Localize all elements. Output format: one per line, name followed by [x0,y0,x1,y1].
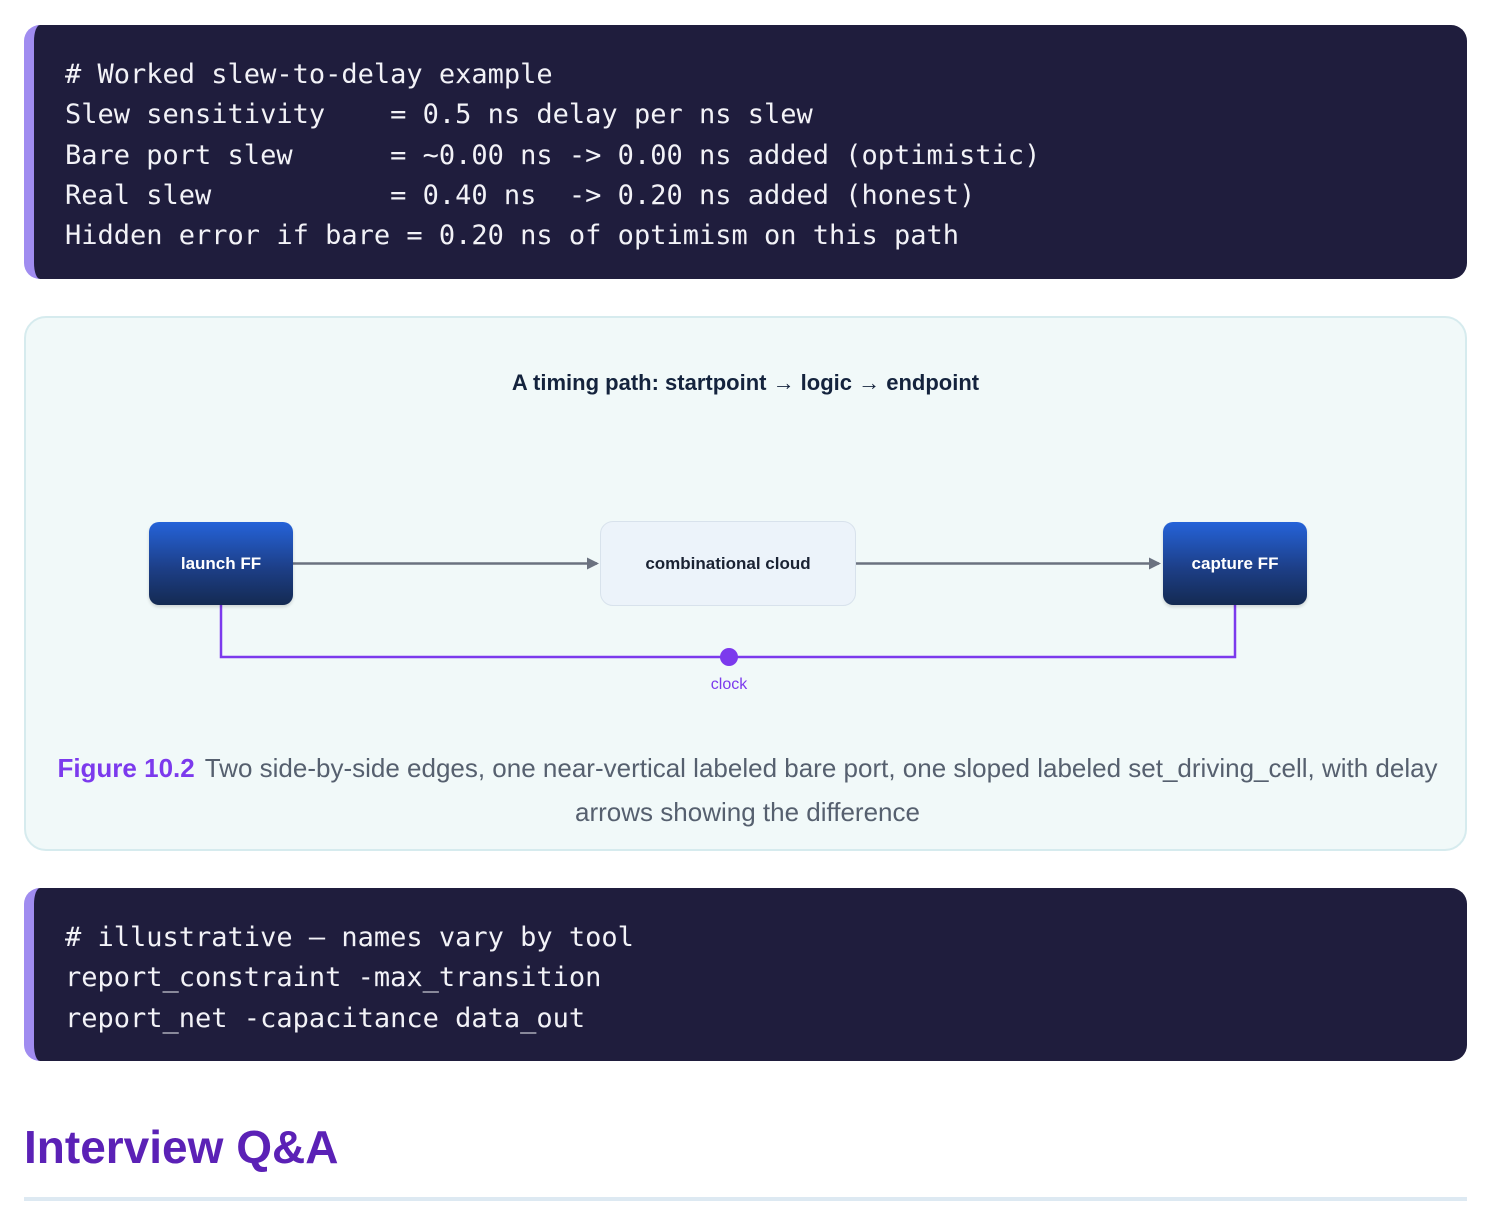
clock-label: clock [710,676,748,693]
diagram-wires [219,557,1237,666]
launch-ff-node: launch FF [149,522,293,605]
code-line: report_net -capacitance data_out [65,1002,586,1034]
code-line: Bare port slew = ~0.00 ns -> 0.00 ns add… [65,139,1041,171]
section-divider [24,1197,1467,1201]
figure-number: Figure 10.2 [57,753,195,783]
capture-ff-node: capture FF [1163,522,1307,605]
code-line: Slew sensitivity = 0.5 ns delay per ns s… [65,99,813,131]
code-line: Hidden error if bare = 0.20 ns of optimi… [65,220,960,252]
code-line: Real slew = 0.40 ns -> 0.20 ns added (ho… [65,179,976,211]
figure-card: A timing path: startpoint → logic → endp… [24,316,1467,851]
code-line: # Worked slew-to-delay example [65,59,553,90]
code-line: report_constraint -max_transition [65,962,602,994]
code-line: # illustrative — names vary by tool [65,922,634,953]
clock-source-dot [720,648,738,666]
code-block-commands: # illustrative — names vary by tool repor… [24,888,1467,1061]
diagram-title: A timing path: startpoint → logic → endp… [511,370,980,395]
figure-caption-text: Two side-by-side edges, one near-vertica… [204,753,1438,827]
combinational-cloud-node: combinational cloud [600,521,856,606]
section-heading: Interview Q&A [24,1121,339,1173]
figure-caption: Figure 10.2 Two side-by-side edges, one n… [56,746,1439,834]
